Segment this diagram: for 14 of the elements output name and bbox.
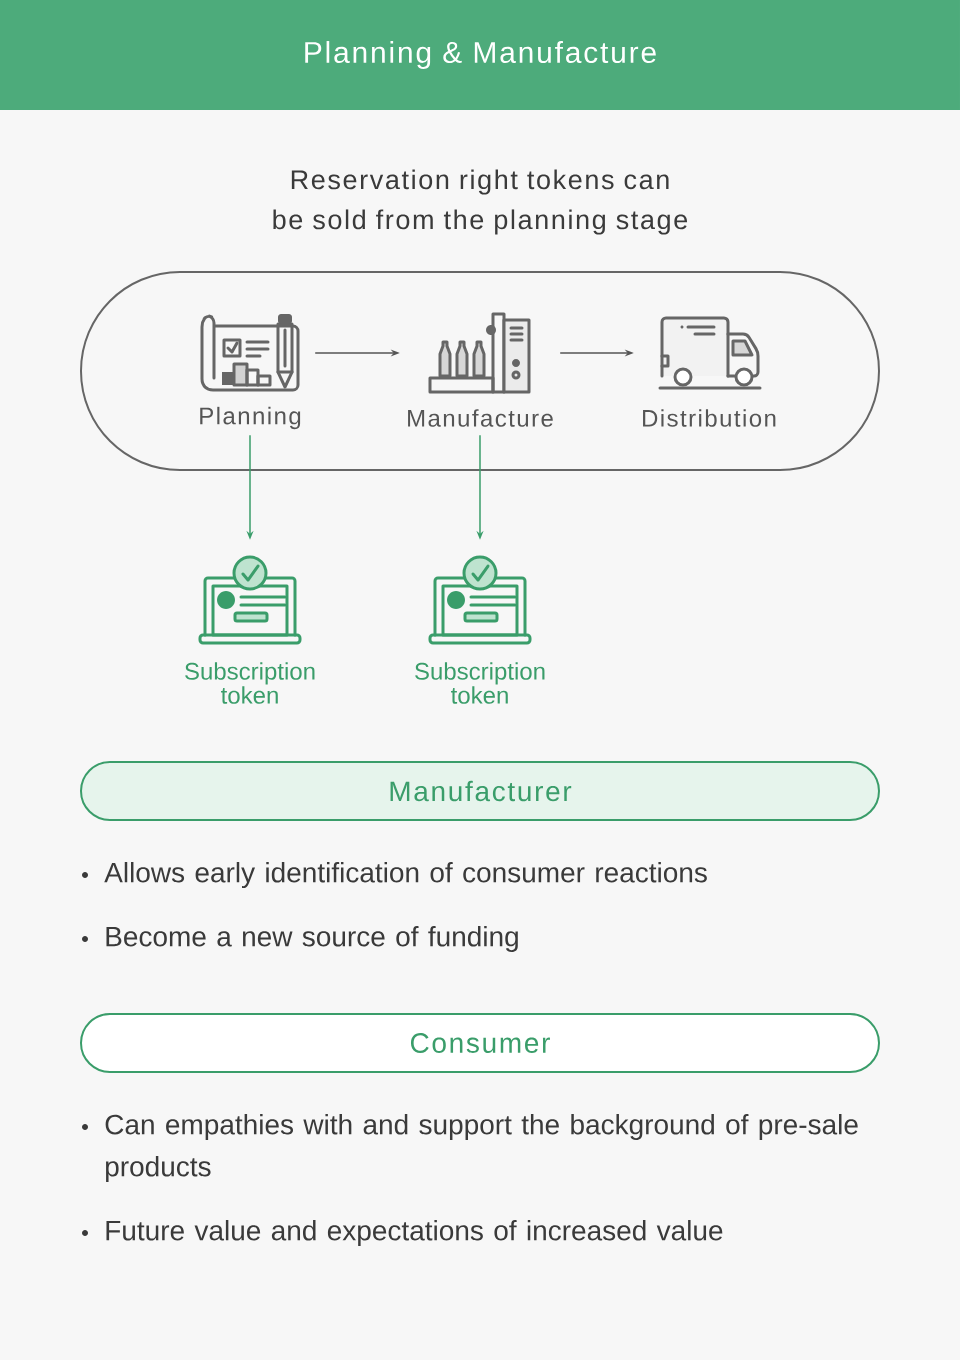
token-label: Subscription token xyxy=(185,662,315,704)
bullet-text: Allows early identification of consumer reactions xyxy=(104,861,707,889)
section-header-bar: Consumer xyxy=(80,1013,880,1073)
bullet-text: Become a new source of funding xyxy=(106,925,518,953)
step-label: Planning xyxy=(200,406,301,430)
step-label: Distribution xyxy=(643,409,776,427)
title: Planning & Manufacture xyxy=(305,41,656,69)
bullet-text: Future value and expectations of increased value xyxy=(106,1219,723,1247)
rounded-frame xyxy=(80,271,880,471)
section-header-bar: Manufacturer xyxy=(80,761,880,821)
bullet-text: Can empathies with and support the background of pre-sale products xyxy=(105,1113,858,1183)
subtitle: Reservation right tokens can be sold from the planning stage xyxy=(273,169,688,235)
step-label: Manufacture xyxy=(408,409,553,427)
token-label: Subscription token xyxy=(415,662,545,704)
